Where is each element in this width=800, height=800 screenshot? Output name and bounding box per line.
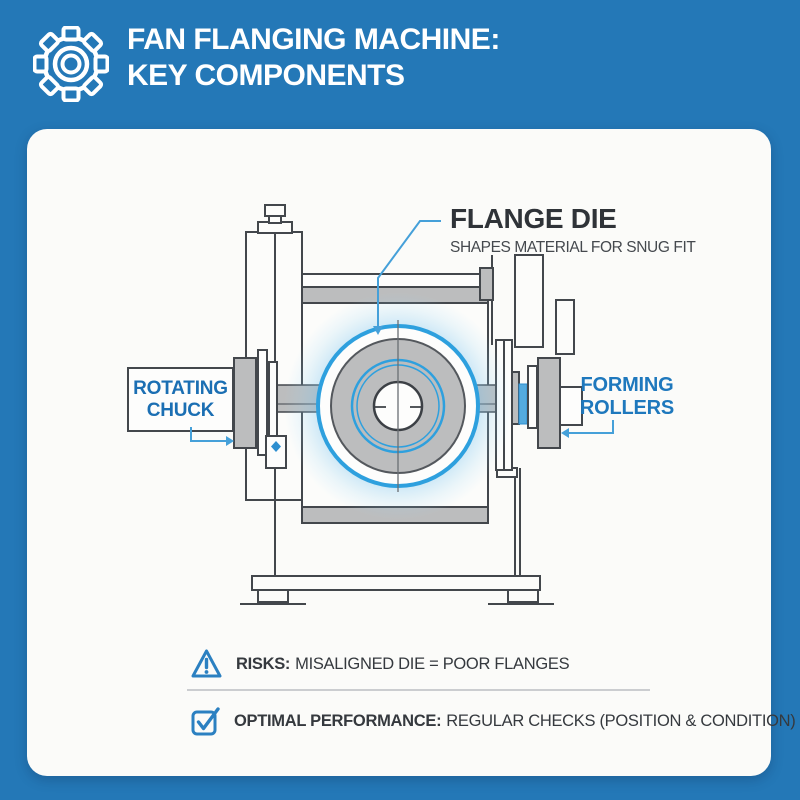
rotating-chuck-line2: CHUCK — [146, 399, 215, 421]
page-title: FAN FLANGING MACHINE: KEY COMPONENTS — [127, 22, 747, 94]
flange-die-title: FLANGE DIE — [450, 203, 617, 234]
gear-icon — [33, 26, 109, 102]
rotating-chuck-label: ROTATING CHUCK — [128, 368, 233, 431]
page-title-line1: FAN FLANGING MACHINE: — [127, 23, 500, 56]
optimal-row: OPTIMAL PERFORMANCE:REGULAR CHECKS (POSI… — [190, 702, 796, 740]
optimal-text: OPTIMAL PERFORMANCE:REGULAR CHECKS (POSI… — [234, 711, 796, 731]
forming-rollers-line2: ROLLERS — [579, 397, 675, 419]
optimal-label: OPTIMAL PERFORMANCE: — [234, 711, 442, 730]
page-title-line2: KEY COMPONENTS — [127, 59, 405, 92]
risks-row: RISKS:MISALIGNED DIE = POOR FLANGES — [190, 645, 570, 683]
risks-text: RISKS:MISALIGNED DIE = POOR FLANGES — [236, 654, 570, 674]
risks-value: MISALIGNED DIE = POOR FLANGES — [295, 654, 570, 673]
forming-rollers-label: FORMING ROLLERS — [566, 374, 688, 420]
check-icon — [191, 707, 220, 736]
flange-die-label: FLANGE DIE SHAPES MATERIAL FOR SNUG FIT — [450, 204, 710, 257]
rotating-chuck-line1: ROTATING — [133, 377, 228, 399]
forming-rollers-line1: FORMING — [580, 374, 674, 396]
risks-label: RISKS: — [236, 654, 291, 673]
flange-die-subtitle: SHAPES MATERIAL FOR SNUG FIT — [450, 239, 696, 256]
optimal-value: REGULAR CHECKS (POSITION & CONDITION) — [446, 711, 796, 730]
footer-divider — [187, 689, 650, 691]
warning-icon — [191, 649, 222, 678]
